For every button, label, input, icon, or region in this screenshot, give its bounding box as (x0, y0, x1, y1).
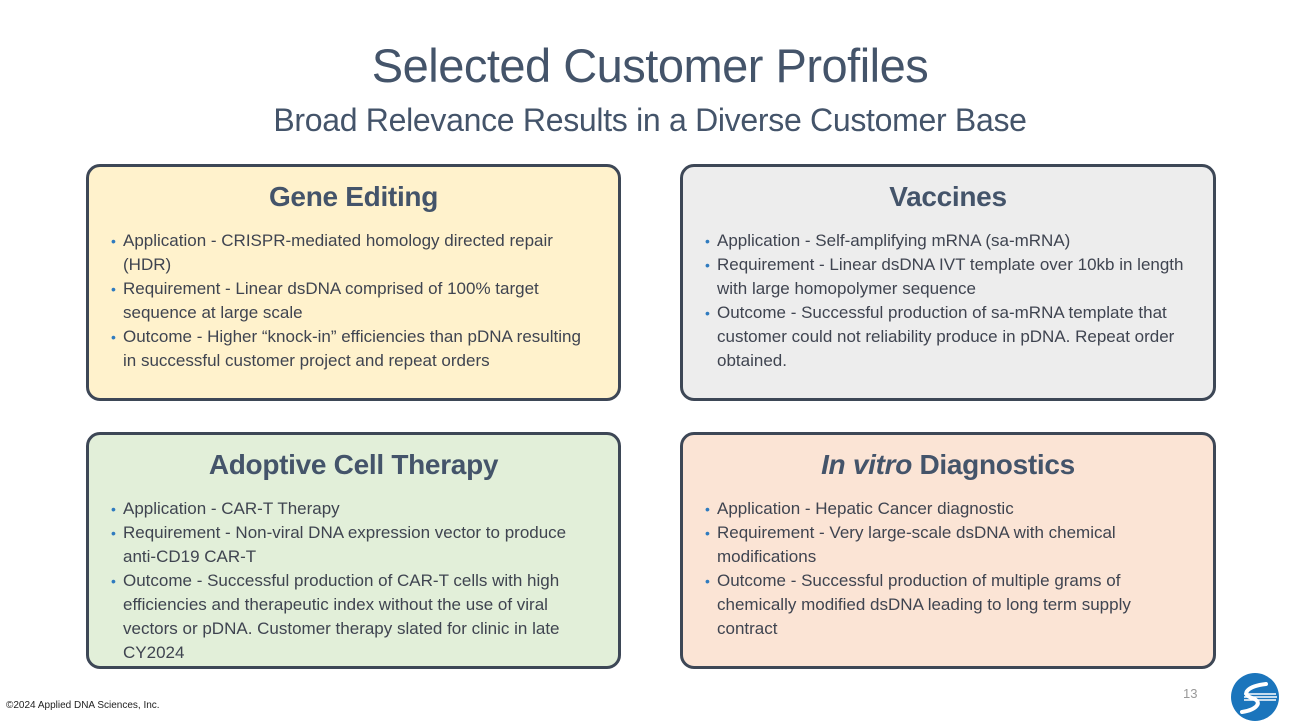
bullet-icon: • (111, 525, 116, 541)
card-title: In vitro Diagnostics (683, 449, 1213, 481)
bullet-text: Outcome - Successful production of CAR-T… (123, 571, 560, 662)
bullet-icon: • (111, 501, 116, 517)
bullet-icon: • (705, 305, 710, 321)
bullet-item: • Outcome - Successful production of sa-m… (705, 301, 1193, 373)
card-title-italic: In vitro (821, 449, 913, 480)
bullet-text: Application - Self-amplifying mRNA (sa-m… (717, 231, 1071, 250)
bullet-text: Outcome - Higher “knock-in” efficiencies… (123, 327, 581, 370)
slide-title: Selected Customer Profiles (371, 39, 929, 92)
applied-dna-logo-icon (1231, 673, 1279, 721)
bullet-item: • Outcome - Successful production of mult… (705, 569, 1193, 641)
bullet-item: • Application - CAR-T Therapy (111, 497, 598, 521)
card-title-rest: Diagnostics (912, 449, 1076, 480)
card-in-vitro-diagnostics: In vitro Diagnostics • Application - Hepa… (680, 432, 1216, 669)
bullet-text: Requirement - Very large-scale dsDNA wit… (717, 523, 1116, 566)
card-title: Vaccines (889, 181, 1007, 212)
copyright-text: ©2024 Applied DNA Sciences, Inc. (6, 700, 160, 711)
page-number: 13 (1183, 686, 1198, 701)
bullet-item: • Requirement - Linear dsDNA comprised of… (111, 277, 598, 325)
bullet-list: • Application - Self-amplifying mRNA (sa-… (683, 229, 1213, 373)
bullet-list: • Application - CAR-T Therapy • Requiremen… (89, 497, 618, 665)
bullet-text: Requirement - Linear dsDNA IVT template … (717, 255, 1184, 298)
bullet-item: • Application - Hepatic Cancer diagnostic (705, 497, 1193, 521)
card-title: Gene Editing (268, 181, 439, 212)
bullet-icon: • (705, 573, 710, 589)
bullet-icon: • (705, 257, 710, 273)
card-adoptive-cell-therapy: Adoptive Cell Therapy • Application - CAR… (86, 432, 621, 669)
bullet-item: • Outcome - Higher “knock-in” efficiencie… (111, 325, 598, 373)
bullet-item: • Application - Self-amplifying mRNA (sa-… (705, 229, 1193, 253)
bullet-icon: • (111, 329, 116, 345)
bullet-list: • Application - Hepatic Cancer diagnostic… (683, 497, 1213, 641)
bullet-item: • Requirement - Non-viral DNA expression … (111, 521, 598, 569)
bullet-text: Requirement - Linear dsDNA comprised of … (123, 279, 539, 322)
bullet-icon: • (111, 233, 116, 249)
bullet-icon: • (111, 573, 116, 589)
bullet-icon: • (705, 501, 710, 517)
bullet-item: • Requirement - Linear dsDNA IVT template… (705, 253, 1193, 301)
card-title: Adoptive Cell Therapy (208, 449, 499, 480)
bullet-text: Outcome - Successful production of sa-mR… (717, 303, 1175, 370)
bullet-icon: • (111, 281, 116, 297)
bullet-text: Application - Hepatic Cancer diagnostic (717, 499, 1014, 518)
bullet-item: • Outcome - Successful production of CAR-… (111, 569, 598, 665)
bullet-text: Application - CRISPR-mediated homology d… (123, 231, 553, 274)
bullet-item: • Application - CRISPR-mediated homology … (111, 229, 598, 277)
bullet-icon: • (705, 233, 710, 249)
slide-subtitle: Broad Relevance Results in a Diverse Cus… (273, 102, 1027, 138)
bullet-text: Application - CAR-T Therapy (123, 499, 340, 518)
bullet-text: Requirement - Non-viral DNA expression v… (123, 523, 567, 566)
card-gene-editing: Gene Editing • Application - CRISPR-media… (86, 164, 621, 401)
bullet-text: Outcome - Successful production of multi… (717, 571, 1131, 638)
bullet-list: • Application - CRISPR-mediated homology … (89, 229, 618, 373)
bullet-icon: • (705, 525, 710, 541)
card-vaccines: Vaccines • Application - Self-amplifying … (680, 164, 1216, 401)
bullet-item: • Requirement - Very large-scale dsDNA wi… (705, 521, 1193, 569)
